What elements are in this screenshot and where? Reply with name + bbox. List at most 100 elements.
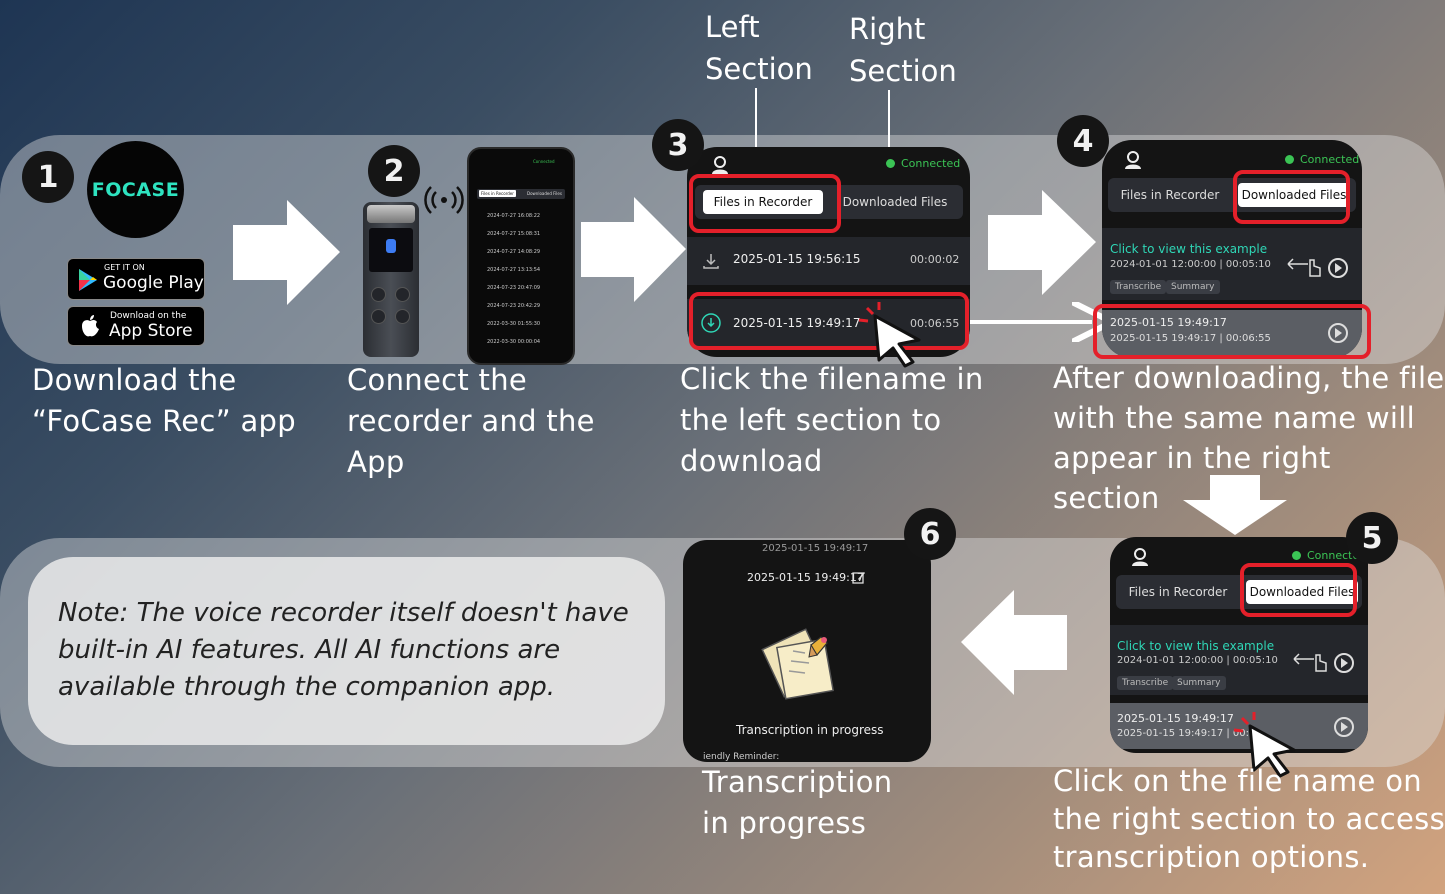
list-item[interactable]: 2024-07-27 15:08:31 (487, 231, 541, 237)
highlight-downloaded-row (1093, 304, 1371, 359)
highlight-downloaded-tab (1240, 563, 1357, 617)
hand-pointer-icon (1293, 653, 1327, 672)
play-icon[interactable] (1328, 323, 1348, 343)
file-name[interactable]: 2025-01-15 19:49:17 (1110, 316, 1227, 329)
recorder-top (367, 205, 415, 223)
play-icon[interactable] (1334, 653, 1354, 673)
tab-files-in-recorder[interactable]: Files in Recorder (1120, 188, 1220, 202)
left-section-label: Left Section (705, 10, 813, 86)
phone2-tabs: Files in Recorder Downloaded Files (477, 189, 565, 199)
step-4-badge: 4 (1057, 115, 1109, 167)
support-agent-icon (1125, 151, 1141, 169)
example-row[interactable]: Click to view this example 2024-01-01 12… (1102, 228, 1362, 300)
step-1-caption: Download the “FoCase Rec” app (32, 363, 296, 438)
list-item[interactable]: 2024-07-27 16:08:22 (487, 213, 541, 219)
play-icon[interactable] (1334, 717, 1354, 737)
example-meta: 2024-01-01 12:00:00 | 00:05:10 (1117, 655, 1278, 666)
wireless-signal-icon (424, 186, 464, 214)
step-5-badge: 5 (1346, 512, 1398, 564)
file-meta: 2025-01-15 19:49:17 | 00:0 (1117, 728, 1256, 739)
example-title[interactable]: Click to view this example (1110, 242, 1268, 256)
step-4-caption: After downloading, the file with the sam… (1053, 361, 1445, 515)
table-row[interactable]: 2025-01-15 19:49:17 2025-01-15 19:49:17 … (1110, 703, 1368, 749)
highlight-downloaded-tab (1233, 170, 1350, 224)
table-row[interactable]: 2025-01-15 19:56:15 00:00:02 (687, 237, 970, 285)
google-play-big: Google Play (103, 273, 204, 293)
hand-pointer-icon (1287, 258, 1321, 277)
google-play-small: GET IT ON (104, 263, 145, 272)
recorder-screen (369, 228, 413, 272)
note-box: Note: The voice recorder itself doesn't … (28, 557, 665, 745)
list-item[interactable]: 2022-03-30 00:00:04 (487, 339, 541, 345)
support-agent-icon (1132, 548, 1148, 566)
app-screen-step-5: Connecte Files in Recorder Downloaded Fi… (1110, 537, 1368, 753)
transcribe-chip[interactable]: Transcribe (1117, 676, 1174, 690)
friendly-reminder: iendly Reminder: (703, 752, 780, 762)
download-icon (703, 254, 719, 269)
mic-icon (386, 239, 396, 253)
list-item[interactable]: 2024-07-27 13:13:54 (487, 267, 541, 273)
tab-files-in-recorder[interactable]: Files in Recorder (1128, 585, 1228, 599)
transcribe-chip[interactable]: Transcribe (1110, 280, 1167, 294)
transcription-status: Transcription in progress (736, 723, 884, 737)
phone2-status: Connected (533, 159, 555, 164)
edit-icon[interactable] (852, 570, 866, 584)
app-store-button[interactable]: Download on the App Store (67, 306, 205, 346)
app-store-small: Download on the (110, 311, 187, 321)
focase-logo-text: FOCASE (91, 178, 180, 201)
example-row[interactable]: Click to view this example 2024-01-01 12… (1110, 625, 1368, 695)
step-6-caption: Transcription in progress (702, 765, 893, 840)
file-duration: 00:06:55 (910, 317, 960, 330)
phone-step-2: Connected Files in Recorder Downloaded F… (467, 147, 575, 365)
app-screen-step-3: Connected Files in Recorder Downloaded F… (687, 147, 970, 357)
tab-downloaded-files[interactable]: Downloaded Files (1246, 580, 1358, 604)
list-item[interactable]: 2024-07-27 14:08:29 (487, 249, 541, 255)
step-6-badge: 6 (904, 508, 956, 560)
step-2-caption: Connect the recorder and the App (347, 363, 595, 479)
list-item[interactable]: 2024-07-23 20:47:09 (487, 285, 541, 291)
note-text: Note: The voice recorder itself doesn't … (58, 598, 629, 702)
tab-downloaded-files[interactable]: Downloaded Files (1238, 183, 1350, 207)
right-section-label: Right Section (849, 12, 957, 88)
table-row[interactable]: 2025-01-15 19:49:17 2025-01-15 19:49:17 … (1102, 310, 1362, 358)
step-3-badge: 3 (652, 119, 704, 171)
section-tabs: Files in Recorder Downloaded Files (1108, 178, 1356, 212)
support-agent-icon (712, 156, 728, 174)
list-item[interactable]: 2022-03-30 01:55:30 (487, 321, 541, 327)
example-title[interactable]: Click to view this example (1117, 639, 1275, 653)
google-play-button[interactable]: GET IT ON Google Play (67, 258, 205, 300)
file-duration: 00:00:02 (910, 253, 960, 266)
notes-pencil-icon (761, 628, 835, 700)
connection-status: Connected (886, 157, 960, 170)
voice-recorder-device (363, 202, 419, 357)
file-name[interactable]: 2025-01-15 19:49:17 (1117, 712, 1234, 725)
app-screen-step-4: Connected Files in Recorder Downloaded F… (1102, 140, 1362, 358)
file-name[interactable]: 2025-01-15 19:49:17 (733, 316, 861, 330)
highlight-left-tab (689, 174, 841, 233)
summary-chip[interactable]: Summary (1166, 280, 1220, 294)
highlight-file-row (689, 292, 969, 350)
play-icon[interactable] (1328, 258, 1348, 278)
step-3-caption: Click the filename in the left section t… (680, 362, 984, 478)
app-screen-step-6: 2025-01-15 19:49:17 2025-01-15 19:49:17 … (683, 540, 931, 762)
tab-files-in-recorder[interactable]: Files in Recorder (703, 190, 823, 214)
phone2-tab-left[interactable]: Files in Recorder (479, 190, 516, 197)
section-tabs: Files in Recorder Downloaded Files (695, 185, 963, 219)
focase-logo: FOCASE (87, 141, 184, 238)
connection-status: Connecte (1292, 549, 1359, 562)
summary-chip[interactable]: Summary (1172, 676, 1226, 690)
example-meta: 2024-01-01 12:00:00 | 00:05:10 (1110, 259, 1271, 270)
recording-title: 2025-01-15 19:49:17 (747, 571, 864, 584)
download-circle-icon (701, 313, 721, 333)
phone2-tab-right[interactable]: Downloaded Files (527, 191, 562, 196)
tab-downloaded-files[interactable]: Downloaded Files (842, 195, 948, 209)
file-name[interactable]: 2025-01-15 19:56:15 (733, 252, 861, 266)
list-item[interactable]: 2024-07-23 20:42:29 (487, 303, 541, 309)
step-1-badge: 1 (22, 151, 74, 203)
recorder-buttons (371, 287, 411, 337)
google-play-icon (79, 269, 97, 291)
file-meta: 2025-01-15 19:49:17 | 00:06:55 (1110, 333, 1271, 344)
table-row[interactable]: 2025-01-15 19:49:17 00:06:55 (687, 299, 970, 347)
cursor-pointer-icon (858, 302, 921, 368)
step-5-caption: Click on the file name on the right sect… (1053, 764, 1445, 874)
